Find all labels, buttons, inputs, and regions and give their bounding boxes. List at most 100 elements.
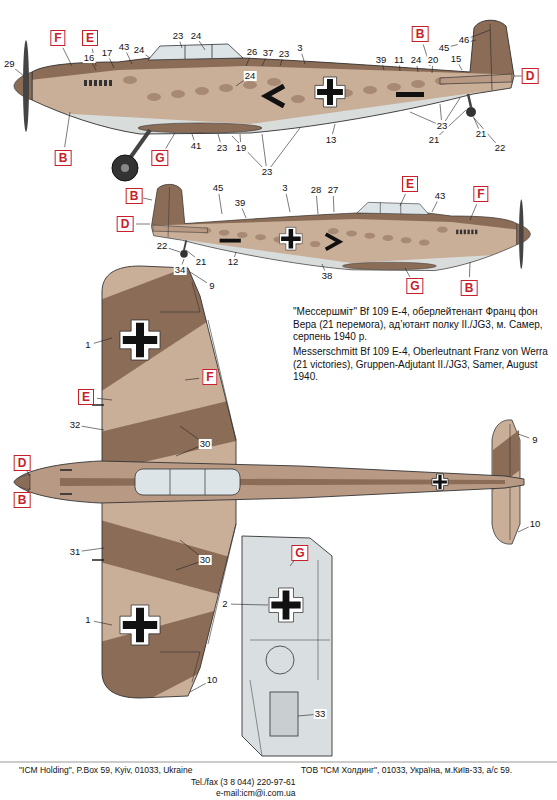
leader-line <box>180 426 200 440</box>
leader-line <box>192 134 194 140</box>
callout-number: 24 <box>133 45 146 55</box>
leader-lines <box>14 30 530 716</box>
caption-text: Messerschmitt Bf 109 E-4, Oberleutnant F… <box>292 346 552 384</box>
tailwheel-leg <box>184 240 186 250</box>
callout-number: 11 <box>393 55 405 65</box>
callout-number: 45 <box>212 183 225 193</box>
color-callout-box: B <box>14 492 31 508</box>
callout-number: 21 <box>195 257 208 267</box>
color-callout-box: G <box>406 278 423 294</box>
color-letter: B <box>18 493 27 507</box>
callout-number: 23 <box>172 31 185 41</box>
caption-text: "Мессершміт" Bf 109 E-4, оберлейтенант Ф… <box>292 306 552 344</box>
camouflage-splinter <box>100 520 240 600</box>
leader-line <box>136 224 150 225</box>
balkenkreuz <box>433 475 447 489</box>
leader-line <box>459 64 462 70</box>
leader-line <box>166 133 175 149</box>
callout-number: 31 <box>69 547 82 557</box>
leader-line <box>298 715 314 716</box>
callout-number: 39 <box>375 55 388 65</box>
canopy-top <box>135 469 240 495</box>
leader-line <box>246 58 250 66</box>
lower-wing <box>242 536 332 756</box>
callout-number: 32 <box>69 420 82 430</box>
callout-number: 9 <box>531 435 538 445</box>
leader-line <box>81 548 104 551</box>
footer-text: Tel./fax (3 8 044) 220-97-61 <box>190 778 296 787</box>
gun-barrels <box>60 405 104 560</box>
callout-number: 43 <box>434 191 447 201</box>
footer-text: "ICM Holding", P.Box 59, Kyiv, 01033, Uk… <box>18 766 193 775</box>
leader-line <box>92 63 96 70</box>
callout-number: 12 <box>227 257 240 267</box>
leader-line <box>218 134 220 142</box>
gear-leg <box>130 130 150 158</box>
callout-number: 23 <box>278 49 291 59</box>
color-letter: E <box>82 390 90 404</box>
callout-number: 24 <box>244 71 257 81</box>
leader-line <box>474 118 496 143</box>
callout-number: 16 <box>83 53 96 63</box>
leader-line <box>432 201 437 212</box>
leader-line <box>232 136 263 168</box>
leader-line <box>81 426 104 430</box>
callout-number: 3 <box>281 183 288 193</box>
leader-line <box>168 248 180 252</box>
leader-line <box>286 194 290 212</box>
leader-line <box>399 66 401 72</box>
callout-number: 21 <box>428 135 441 145</box>
color-letter: F <box>477 187 484 201</box>
fuselage-top <box>14 461 524 503</box>
color-callout-box: F <box>50 30 65 46</box>
callout-number: 43 <box>118 42 131 52</box>
leader-line <box>405 268 410 277</box>
leader-line <box>97 398 112 400</box>
callout-number: 27 <box>327 185 340 195</box>
balkenkreuz <box>123 608 157 642</box>
color-callout-box: F <box>473 186 488 202</box>
leader-line <box>190 272 207 283</box>
wheel <box>112 155 138 181</box>
color-callout-box: D <box>14 455 31 471</box>
leader-line <box>180 540 200 556</box>
callout-number: 30 <box>199 555 212 565</box>
leader-line <box>176 562 199 570</box>
callout-number: 30 <box>199 439 212 449</box>
callout-number: 28 <box>310 185 323 195</box>
callout-number: 9 <box>208 281 215 291</box>
leader-line <box>182 259 184 265</box>
leader-line <box>94 621 112 625</box>
callout-number: 13 <box>325 135 338 145</box>
leader-line <box>262 58 265 66</box>
color-letter: D <box>18 456 27 470</box>
leader-line <box>14 68 24 76</box>
leader-line <box>271 128 300 167</box>
color-letter: G <box>155 151 164 165</box>
leader-line <box>176 446 199 456</box>
leader-line <box>470 204 477 220</box>
callout-number: 10 <box>529 519 542 529</box>
color-callout-box: E <box>78 389 94 405</box>
canopy-frame <box>170 469 205 495</box>
leader-line <box>262 134 266 166</box>
color-letter: B <box>130 189 139 203</box>
callout-number: 33 <box>314 709 327 719</box>
tail-wheel <box>466 107 476 117</box>
leader-line <box>469 262 471 277</box>
leader-line <box>316 196 318 214</box>
callout-number: 26 <box>246 47 259 57</box>
hub <box>121 164 129 172</box>
leader-line <box>199 41 205 50</box>
footer-text: e-mail:icm@i.com.ua <box>215 789 296 798</box>
panel-line <box>250 560 330 756</box>
color-letter: B <box>59 151 68 165</box>
camouflage-splinter <box>100 398 240 472</box>
leader-line <box>400 194 405 206</box>
color-letter: E <box>86 31 94 45</box>
leader-line <box>322 264 325 270</box>
side-view-left <box>0 0 557 200</box>
color-callout-box: G <box>151 150 168 166</box>
landing-gear <box>112 94 476 181</box>
